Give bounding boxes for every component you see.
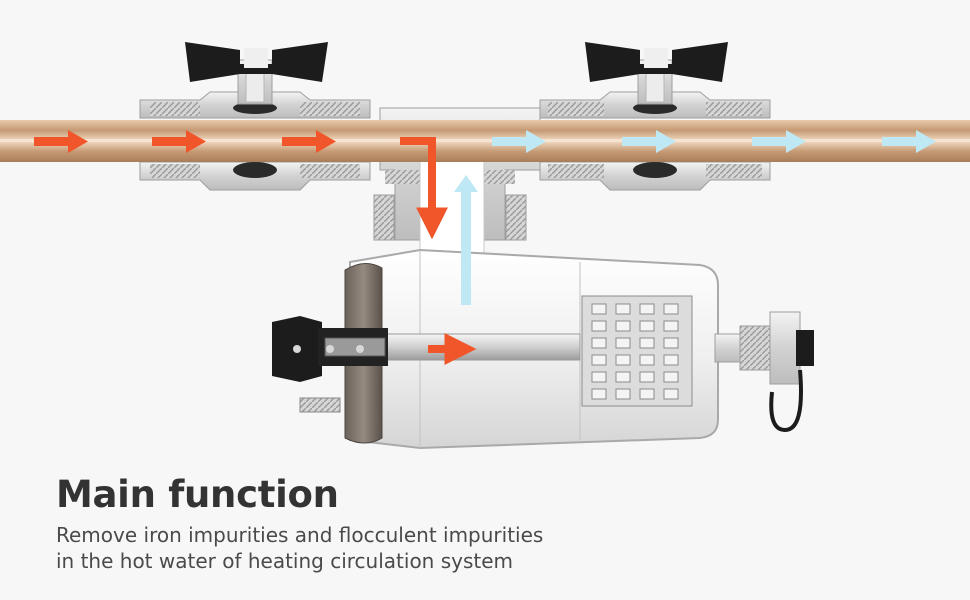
mesh-slot (639, 320, 655, 332)
mesh-slot (639, 388, 655, 400)
caption-block: Main function Remove iron impurities and… (56, 472, 916, 574)
mesh-slot (663, 303, 679, 315)
orange-arrow-icon (34, 130, 88, 153)
mesh-slot (639, 354, 655, 366)
mesh-slot (663, 388, 679, 400)
magnetic-rod (384, 333, 581, 361)
drain-knob-icon (272, 316, 388, 382)
mesh-slot (663, 371, 679, 383)
mesh-slot (591, 303, 607, 315)
butterfly-handle-icon (185, 42, 328, 82)
mesh-slot (639, 303, 655, 315)
left-valve-fitting (139, 59, 371, 191)
orange-arrow-icon (400, 137, 448, 240)
mesh-slot (663, 354, 679, 366)
mesh-slot (615, 337, 631, 349)
description-line-1: Remove iron impurities and flocculent im… (56, 523, 544, 547)
light-blue-arrow-icon (882, 130, 936, 153)
right-valve-fitting (539, 59, 771, 191)
mesh-slot (591, 320, 607, 332)
orange-arrow-icon (282, 130, 336, 153)
mesh-slot (639, 371, 655, 383)
orange-arrow-icon (152, 130, 206, 153)
mesh-slot (639, 337, 655, 349)
description-line-2: in the hot water of heating circulation … (56, 549, 514, 573)
light-blue-arrow-icon (492, 130, 546, 153)
mesh-slot (591, 354, 607, 366)
mesh-slot (615, 388, 631, 400)
butterfly-handle-icon (585, 42, 728, 82)
mesh-slot (615, 354, 631, 366)
mesh-slot (615, 320, 631, 332)
light-blue-arrow-icon (752, 130, 806, 153)
mesh-slot (591, 371, 607, 383)
mesh-slot (615, 303, 631, 315)
mesh-slot (591, 337, 607, 349)
mesh-slot (663, 337, 679, 349)
main-function-title: Main function (56, 473, 339, 516)
light-blue-arrow-icon (622, 130, 676, 153)
mesh-strainer-icon (581, 295, 693, 407)
mesh-slot (663, 320, 679, 332)
filter-housing (299, 248, 814, 450)
mesh-slot (615, 371, 631, 383)
mesh-slot (591, 388, 607, 400)
